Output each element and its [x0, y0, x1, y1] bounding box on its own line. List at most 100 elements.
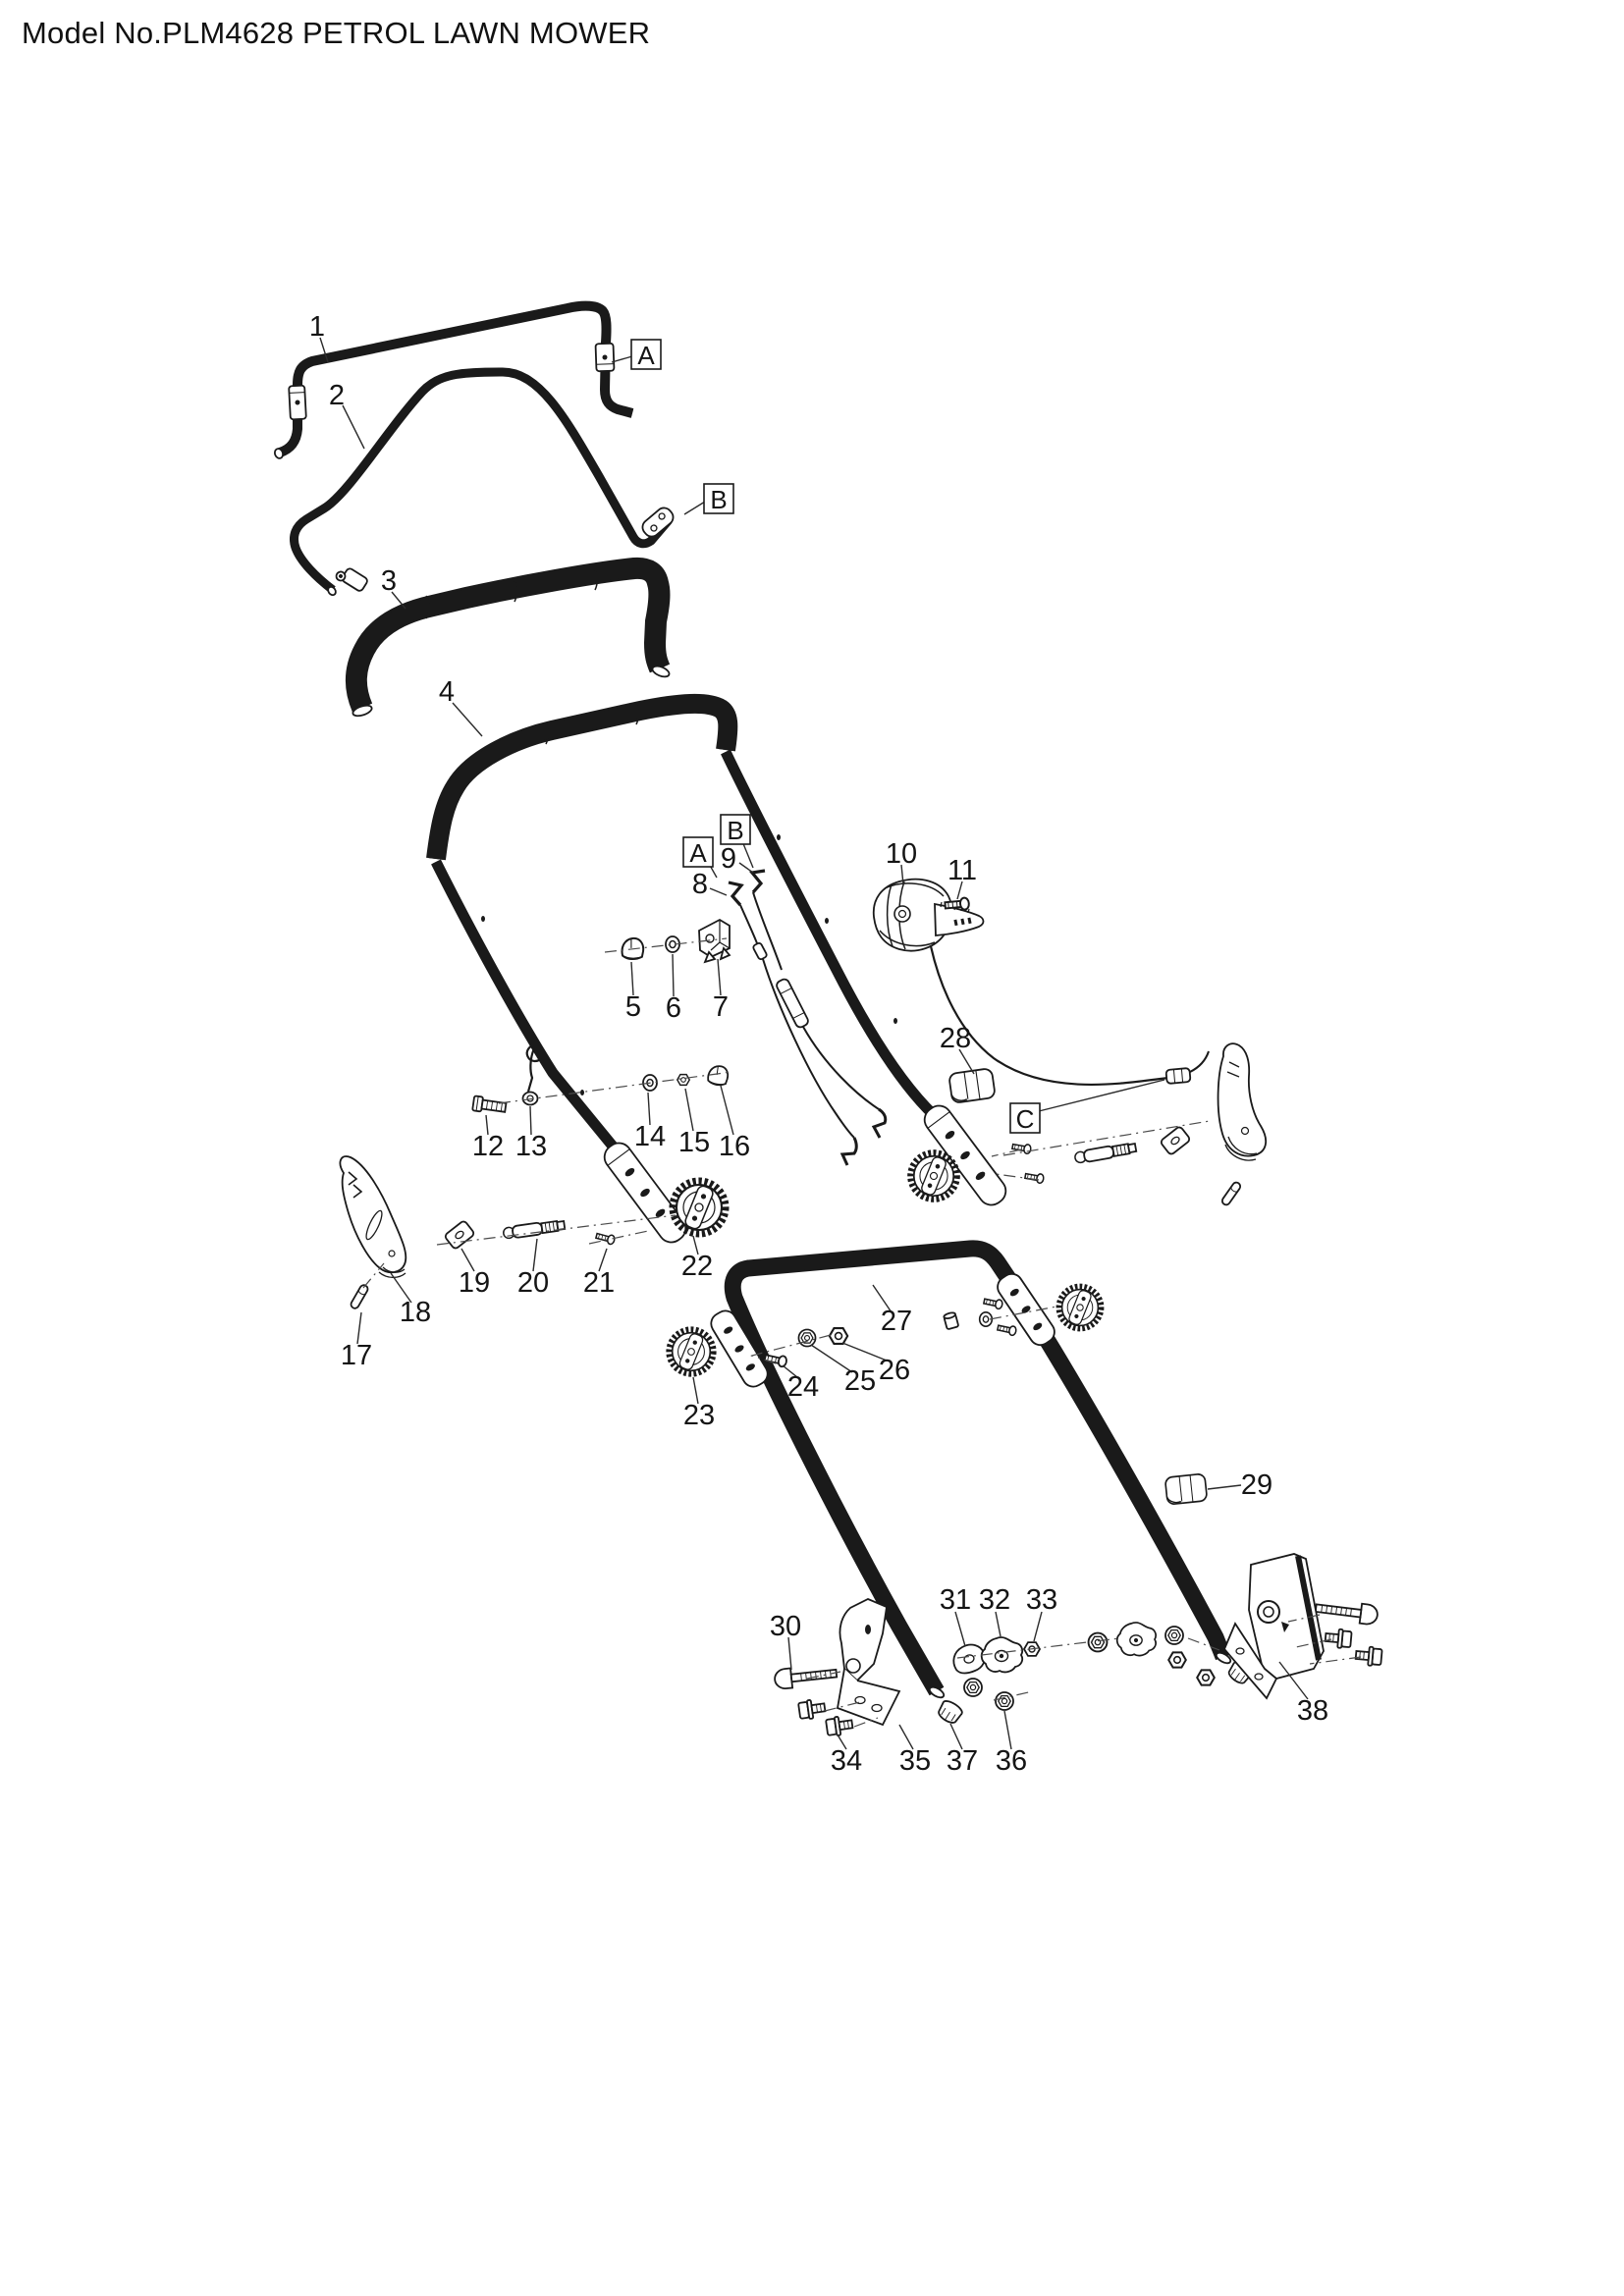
upper-grip-tube-part3: [345, 557, 671, 718]
leader-line: [319, 337, 329, 363]
ref-label-box-B: [703, 483, 734, 514]
cable-bracket-part7: [698, 918, 731, 964]
leader-line: [684, 1088, 694, 1132]
part-label-2: 2: [329, 380, 345, 411]
leader-line: [598, 1248, 608, 1272]
part-label-26: 26: [879, 1355, 910, 1386]
part-label-38: 38: [1297, 1695, 1328, 1727]
ref-label-B: B: [727, 816, 743, 845]
part-label-36: 36: [996, 1745, 1027, 1777]
bail2-connector-left: [335, 567, 368, 592]
leader-line: [841, 1342, 888, 1362]
leader-line: [717, 958, 722, 996]
leader-line: [949, 1723, 963, 1750]
part-label-29: 29: [1241, 1469, 1272, 1501]
flange-nut-part36: [995, 1691, 1014, 1711]
leader-line: [529, 1105, 532, 1136]
pin-part17: [349, 1282, 370, 1311]
pin-bolt-part20: [502, 1218, 567, 1241]
part-label-5: 5: [625, 991, 641, 1023]
part-label-15: 15: [678, 1127, 710, 1158]
part-label-31: 31: [940, 1584, 971, 1616]
leader-line: [391, 591, 406, 610]
part-label-32: 32: [979, 1584, 1010, 1616]
part-label-22: 22: [681, 1251, 713, 1282]
leader-line: [356, 1311, 362, 1345]
hex-nut-part26: [828, 1327, 849, 1345]
part-label-27: 27: [881, 1306, 912, 1337]
part-label-12: 12: [472, 1131, 504, 1162]
lower-handle-clamp-left: [710, 1309, 769, 1388]
cam-lever-part18: [339, 1155, 407, 1279]
leader-line: [738, 862, 754, 874]
bolt-part34a: [796, 1697, 828, 1722]
bail-connector-a: [594, 342, 616, 373]
leader-line: [630, 961, 634, 996]
leader-line: [611, 355, 633, 363]
part-label-34: 34: [831, 1745, 862, 1777]
end-cap-part37: [935, 1697, 965, 1727]
part-label-7: 7: [713, 991, 729, 1023]
leader-line: [683, 501, 706, 515]
bolt-part12: [471, 1095, 508, 1116]
ref-label-box-C: [1009, 1102, 1041, 1134]
part-label-21: 21: [583, 1267, 615, 1299]
leader-line: [460, 1248, 475, 1272]
part-label-28: 28: [940, 1023, 971, 1054]
leader-line: [342, 404, 365, 450]
leader-line: [995, 1611, 1001, 1637]
part-label-23: 23: [683, 1400, 715, 1431]
leader-line: [692, 1376, 699, 1405]
part-label-35: 35: [899, 1745, 931, 1777]
leader-line: [900, 864, 904, 885]
part-label-13: 13: [515, 1131, 547, 1162]
leader-line: [810, 1344, 853, 1373]
part-label-20: 20: [517, 1267, 549, 1299]
throttle-control-part10: [872, 878, 1210, 1086]
leader-line: [782, 1364, 798, 1378]
leader-line: [672, 953, 675, 997]
lower-handle-part27: [710, 1240, 1232, 1699]
plate-part19: [443, 1219, 476, 1251]
leader-line: [532, 1238, 538, 1272]
page-title: Model No.PLM4628 PETROL LAWN MOWER: [22, 16, 651, 50]
bolt-part34b: [824, 1714, 855, 1738]
leader-line: [741, 840, 754, 869]
leader-line: [956, 881, 963, 900]
part-label-24: 24: [787, 1371, 819, 1403]
leader-line: [1038, 1079, 1165, 1112]
ref-label-box-B: [720, 814, 751, 845]
rope-guide-part13: [521, 1043, 542, 1106]
leader-line: [1003, 1710, 1012, 1750]
leader-line: [647, 1092, 651, 1126]
part-label-33: 33: [1026, 1584, 1057, 1616]
cap-nut-part16: [706, 1063, 731, 1088]
part-label-6: 6: [666, 992, 681, 1024]
carriage-bolt-part30: [773, 1662, 839, 1691]
brake-cable-b-part9: [748, 869, 888, 1139]
brake-cable-a-part8: [728, 881, 858, 1166]
leader-line: [1207, 1484, 1242, 1490]
ref-label-B: B: [710, 485, 727, 514]
leader-line: [954, 1611, 966, 1647]
ref-label-box-A: [630, 339, 662, 370]
upper-handle-part4: [426, 693, 1007, 1244]
leader-line: [1033, 1611, 1043, 1642]
part-label-37: 37: [947, 1745, 978, 1777]
part-label-19: 19: [459, 1267, 490, 1299]
part-label-25: 25: [844, 1365, 876, 1397]
part-label-1: 1: [309, 311, 325, 343]
washer-nut-part25: [797, 1328, 817, 1348]
part-label-8: 8: [692, 869, 708, 900]
leader-line: [720, 1085, 734, 1136]
cable-clip-part28: [947, 1067, 997, 1104]
handle-bracket-part38: [1222, 1553, 1325, 1700]
ref-label-C: C: [1016, 1104, 1035, 1134]
part-label-4: 4: [439, 676, 455, 708]
part-label-30: 30: [770, 1611, 801, 1642]
part-label-18: 18: [400, 1297, 431, 1328]
throttle-lever-arm: [934, 902, 985, 936]
part-label-10: 10: [886, 838, 917, 870]
ref-label-A: A: [689, 838, 707, 868]
